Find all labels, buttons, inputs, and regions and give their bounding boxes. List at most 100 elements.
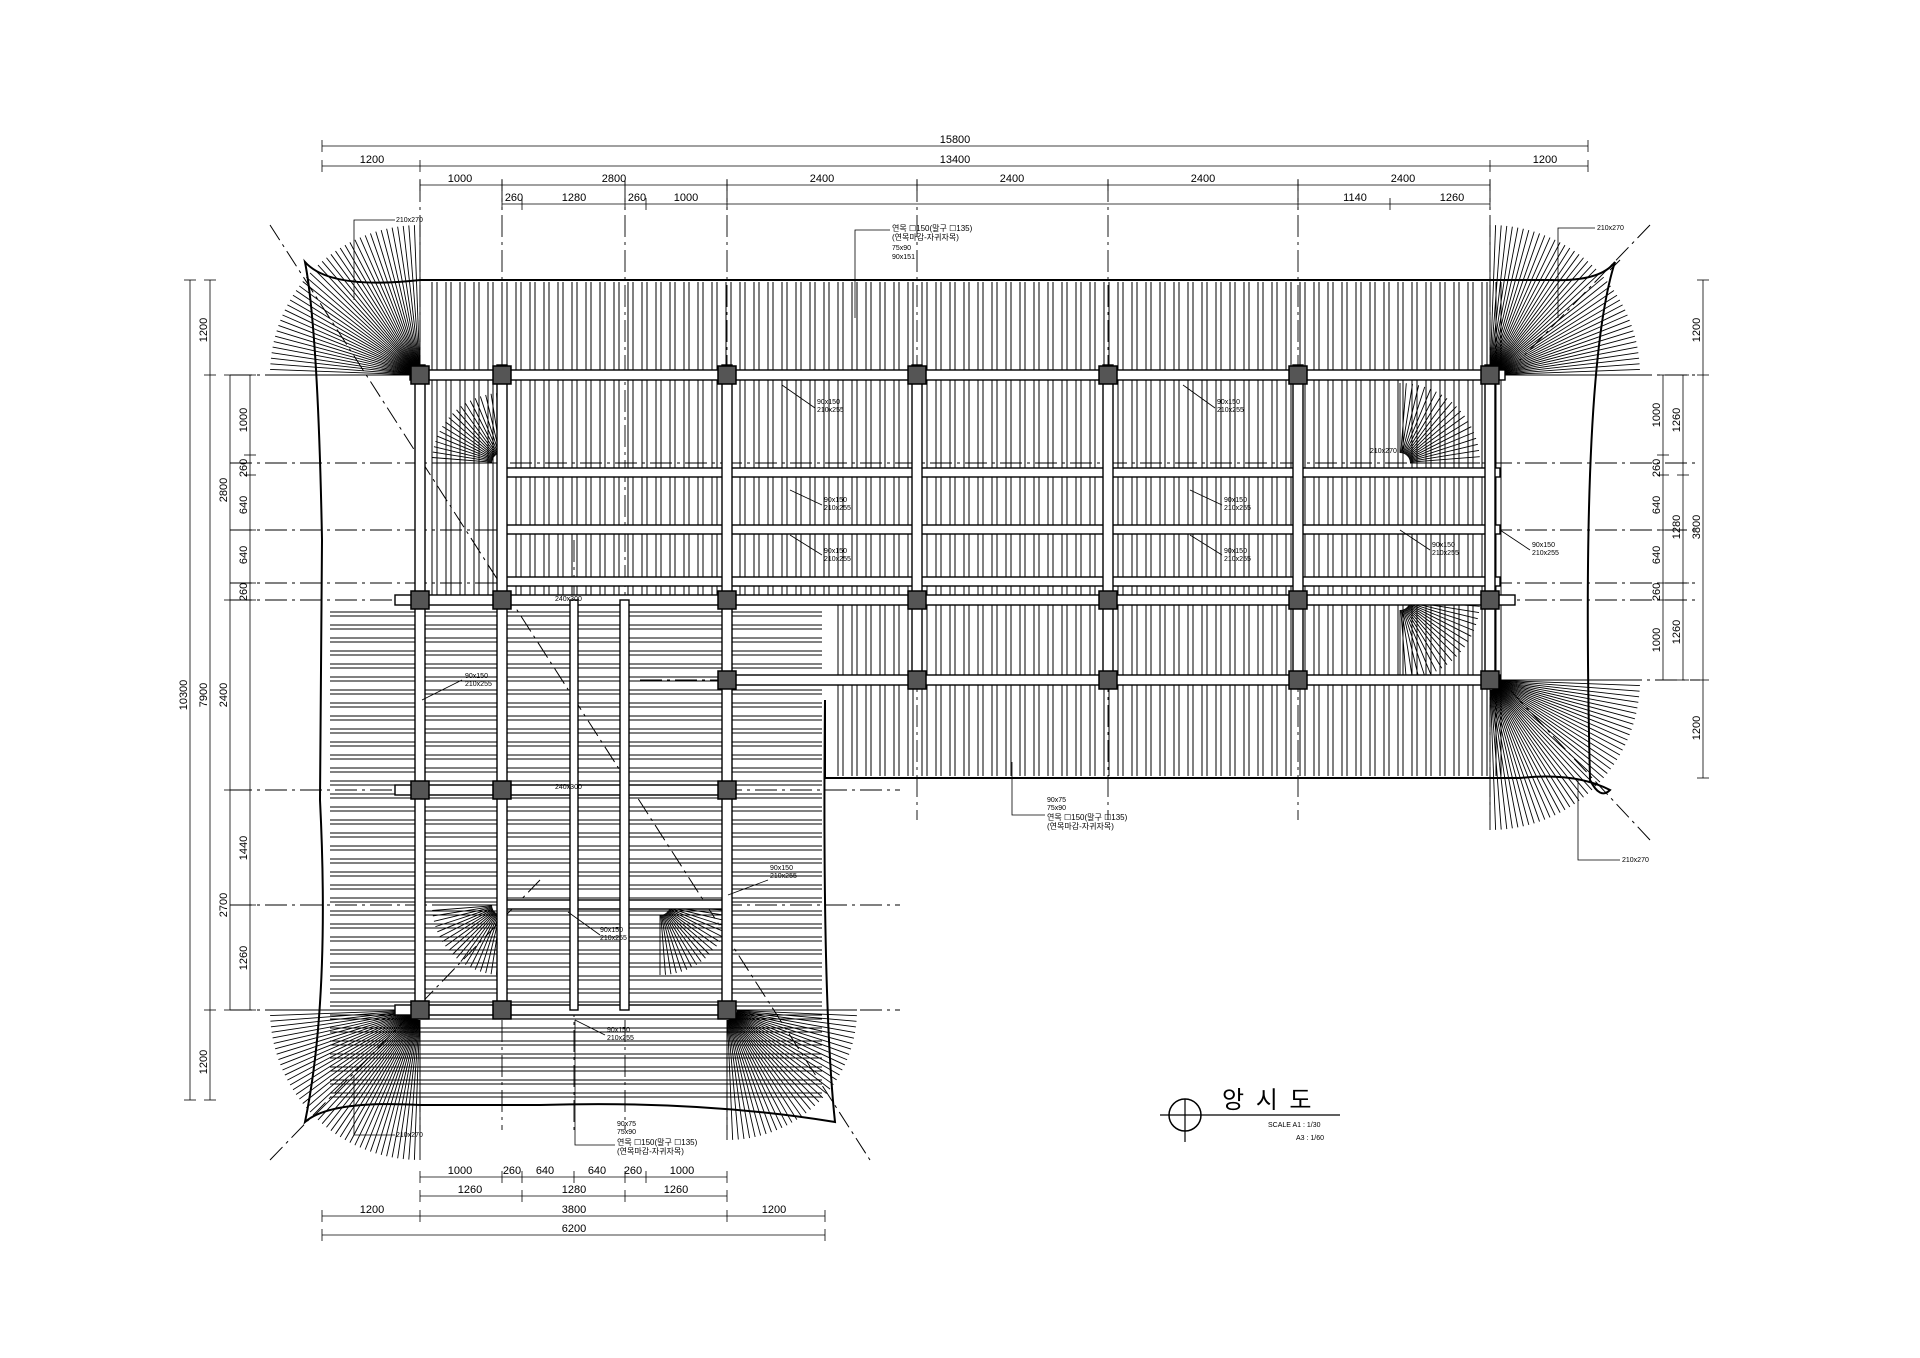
fan-rafter — [1407, 415, 1465, 458]
fan-rafter — [1496, 687, 1593, 791]
post — [717, 590, 737, 610]
fan-rafter — [460, 406, 497, 456]
fan-rafter — [439, 430, 494, 459]
fan-rafter — [448, 417, 495, 457]
dim-bot-r3-1: 3800 — [562, 1204, 586, 1216]
fan-rafter — [349, 1018, 416, 1143]
fan-rafter — [465, 403, 498, 455]
label-210x255-f: 210x255 — [1224, 556, 1251, 563]
roof-outline — [303, 258, 1616, 1125]
fan-rafter — [1494, 688, 1561, 813]
fan-rafter — [1490, 689, 1502, 830]
fan-rafter — [437, 908, 493, 933]
label-90x150-d: 90x150 — [1224, 497, 1247, 504]
fan-rafter — [278, 325, 411, 373]
fan-rafter — [272, 1011, 411, 1039]
fan-rafter — [660, 914, 666, 975]
label-90x150-j: 90x150 — [770, 865, 793, 872]
fan-rafter — [1491, 228, 1524, 366]
post — [410, 590, 430, 610]
post — [1480, 670, 1500, 690]
post — [492, 780, 512, 800]
fan-rafter — [326, 1017, 415, 1128]
fan-rafter — [321, 261, 414, 368]
fan-rafter — [402, 225, 420, 366]
post — [410, 780, 430, 800]
post — [410, 1000, 430, 1020]
fan-rafter — [442, 426, 494, 459]
fan-rafter — [330, 254, 415, 368]
fan-rafter — [1499, 346, 1638, 374]
fan-rafter — [1494, 688, 1571, 808]
fan-rafter — [1496, 268, 1597, 369]
fan-rafter — [731, 1018, 798, 1120]
fan-rafter — [317, 264, 414, 368]
dim-left-r4-6: 1260 — [238, 946, 250, 970]
fan-rafter — [1402, 609, 1426, 677]
fan-rafter — [282, 314, 412, 372]
fan-rafter — [661, 914, 672, 975]
fan-rafter — [1499, 681, 1638, 709]
fan-rafter — [289, 299, 412, 371]
post — [1098, 670, 1118, 690]
dim-bot-r1-4: 260 — [624, 1165, 642, 1177]
fan-rafter — [391, 227, 419, 366]
fan-rafter — [313, 1016, 414, 1117]
fan-rafter — [364, 1019, 417, 1150]
label-210x255-a: 210x255 — [817, 407, 844, 414]
rafter-note-top-2: (연목마감-자귀자목) — [892, 232, 959, 242]
dim-right-r3-1: 260 — [1651, 459, 1663, 477]
fan-rafter — [1497, 276, 1604, 369]
dim-left-r4-4: 260 — [238, 583, 250, 601]
fan-rafter — [452, 911, 496, 955]
fan-rafter — [1498, 299, 1621, 371]
fan-rafter — [1495, 250, 1575, 367]
fan-rafter — [1409, 431, 1475, 460]
fan-rafter — [1498, 309, 1626, 372]
fan-rafter — [270, 1010, 411, 1022]
fan-rafter — [1490, 225, 1502, 366]
dim-bot-r2-2: 1260 — [664, 1184, 688, 1196]
fan-rafter — [1499, 357, 1640, 375]
post — [410, 365, 430, 385]
fan-rafter — [1498, 304, 1623, 371]
fan-rafter — [735, 1014, 840, 1076]
fan-rafter — [306, 276, 413, 369]
fan-rafter — [1492, 689, 1535, 824]
fan-rafter — [1499, 682, 1636, 720]
dim-left-r3-0: 2800 — [218, 478, 230, 502]
rafter-note-bot-1: 90x75 — [617, 1121, 636, 1128]
fan-rafter — [292, 1014, 412, 1091]
fan-rafter — [1499, 682, 1634, 725]
label-90x150-f: 90x150 — [1224, 548, 1247, 555]
post — [1480, 365, 1500, 385]
fan-rafter — [1406, 607, 1453, 662]
dim-top-r4-1: 1280 — [562, 192, 586, 204]
fan-rafter — [335, 1018, 415, 1135]
dim-top-r3-1: 2800 — [602, 173, 626, 185]
fan-rafter — [669, 908, 725, 933]
dim-left-r4-5: 1440 — [238, 836, 250, 860]
label-90x150-h: 90x150 — [1532, 542, 1555, 549]
fan-rafter — [270, 363, 411, 375]
dim-left-r4-3: 640 — [238, 546, 250, 564]
fan-rafter — [386, 1019, 419, 1157]
fan-rafter — [1409, 603, 1475, 632]
post — [1288, 365, 1308, 385]
label-210x255-i: 210x255 — [465, 681, 492, 688]
label-210x255-h: 210x255 — [1532, 550, 1559, 557]
fan-rafter — [1499, 680, 1640, 698]
fan-rafter — [445, 421, 495, 458]
fan-rafter — [735, 1014, 837, 1081]
fan-rafter — [1498, 314, 1628, 372]
label-210x255-e: 210x255 — [824, 556, 851, 563]
post — [717, 780, 737, 800]
fan-rafter — [1497, 686, 1601, 783]
dim-left-r3-2: 2700 — [218, 893, 230, 917]
fan-rafter — [474, 914, 499, 970]
label-90x150-a: 90x150 — [817, 399, 840, 406]
fan-rafter — [309, 1016, 413, 1113]
rafter-note-mid-3: 연목 ☐150(말구 ☐135) — [1047, 813, 1128, 822]
fan-rafter — [1496, 687, 1589, 794]
fan-rafter — [309, 272, 413, 369]
